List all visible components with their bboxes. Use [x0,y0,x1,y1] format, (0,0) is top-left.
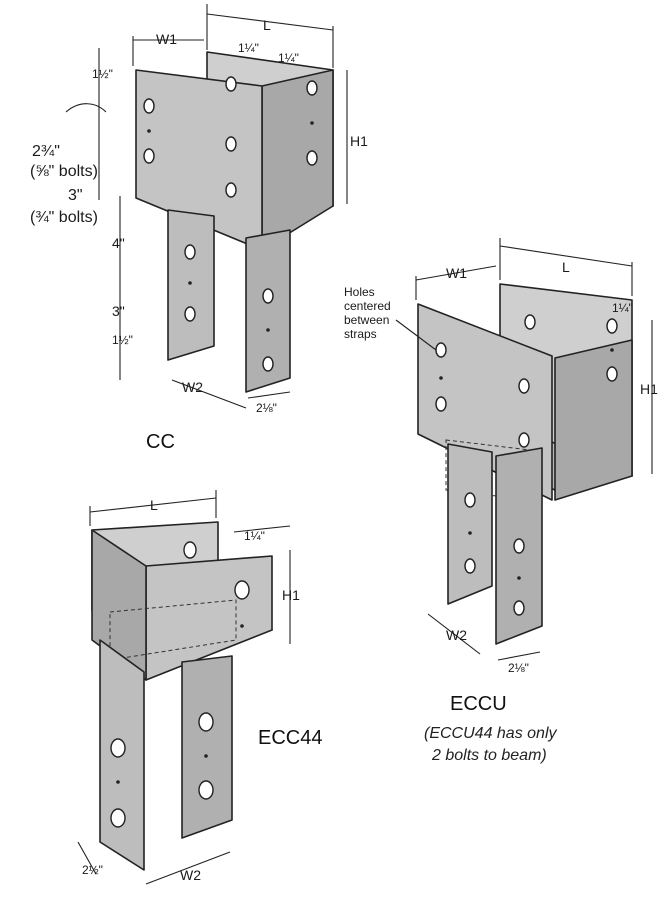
cc-dot [310,121,314,125]
eccu-h1-label: H1 [640,381,658,397]
eccu-w2-label: W2 [446,627,467,643]
eccu-hole [513,600,525,616]
eccu-hole [524,314,536,330]
cc-hole [225,182,237,198]
cc-strap-left [167,209,215,361]
ecc44-w2-label: W2 [180,867,201,883]
eccu-hole [518,432,530,448]
cc-note-line3: 3" [68,187,83,204]
ecc44-l-label: L [150,497,158,513]
ecc44-hole [110,738,126,758]
eccu-holes-note-4: straps [344,327,377,341]
eccu-hole [513,538,525,554]
eccu-hole [464,492,476,508]
cc-dot [188,281,192,285]
cc-name: CC [146,431,175,453]
cc-hole [184,244,196,260]
cc-strap-right [245,229,291,393]
cc-note-line2: (⅝" bolts) [30,163,98,180]
cc-note-line4: (¾" bolts) [30,209,98,226]
eccu-front-plate [417,303,553,501]
ecc44-hidden-lines [109,599,237,661]
ecc44-edge-label: 1¼" [244,529,265,543]
cc-h1-label: H1 [350,133,368,149]
cc-w1-label: W1 [156,31,177,47]
eccu-holes-note-2: centered [344,299,391,313]
eccu-hole [435,342,447,358]
ecc44-post-cap: L 1¼" H1 ECC44 2½" W2 [77,490,322,885]
cc-hole [225,136,237,152]
eccu-post-cap: W1 L 1¼" H1 Holes centered between strap… [344,238,658,764]
cc-dot [266,328,270,332]
ecc44-hole [234,580,250,600]
cc-spacing-3-label: 3" [112,303,125,319]
cc-top-edge-label: 1½" [92,67,113,81]
ecc44-hole [110,808,126,828]
eccu-caption-line1: (ECCU44 has only [424,725,558,742]
eccu-right-side [554,339,633,501]
eccu-strap-width-label: 2⅛" [508,661,529,675]
cc-edge-right-label: 1¼" [278,51,299,65]
ecc44-h1-label: H1 [282,587,300,603]
eccu-w1-label: W1 [446,265,467,281]
eccu-caption-line2: 2 bolts to beam) [431,747,547,764]
eccu-name: ECCU [450,693,507,715]
ecc44-left-side [91,529,147,681]
eccu-hole [606,318,618,334]
cc-note-line1: 2¾" [32,143,60,160]
cc-hole [184,306,196,322]
cc-l-label: L [263,17,271,33]
ecc44-name: ECC44 [258,727,322,749]
cc-edge-left-label: 1¼" [238,41,259,55]
eccu-hole [518,378,530,394]
cc-hole [262,288,274,304]
eccu-dot [468,531,472,535]
ecc44-hole [198,780,214,800]
cc-w2-label: W2 [182,379,203,395]
cc-hole [225,76,237,92]
ecc44-strap-width-label: 2½" [82,863,103,877]
ecc44-dot [240,624,244,628]
eccu-holes-note-3: between [344,313,389,327]
eccu-l-label: L [562,259,570,275]
cc-right-side [261,69,334,251]
cc-hole [143,98,155,114]
eccu-dot [439,376,443,380]
eccu-hole [464,558,476,574]
cc-spacing-4-label: 4" [112,235,125,251]
cc-hole [143,148,155,164]
cc-hole [306,80,318,96]
cc-strap-width-label: 2⅛" [256,401,277,415]
cc-bottom-edge-label: 1½" [112,333,133,347]
eccu-dot [610,348,614,352]
cc-hole [306,150,318,166]
eccu-dot [517,576,521,580]
cc-dot [147,129,151,133]
ecc44-dot [204,754,208,758]
ecc44-hole [183,541,197,559]
eccu-hole [606,366,618,382]
cc-hole [262,356,274,372]
eccu-edge-label: 1¼" [612,301,633,315]
eccu-hole [435,396,447,412]
cc-post-cap: W1 L 1¼" 1¼" 1½" H1 2¾" (⅝" bolts) 3" (¾… [30,4,368,453]
ecc44-strap-right [181,655,233,839]
ecc44-hole [198,712,214,732]
ecc44-dot [116,780,120,784]
eccu-holes-note-1: Holes [344,285,375,299]
eccu-strap-left [447,443,493,605]
